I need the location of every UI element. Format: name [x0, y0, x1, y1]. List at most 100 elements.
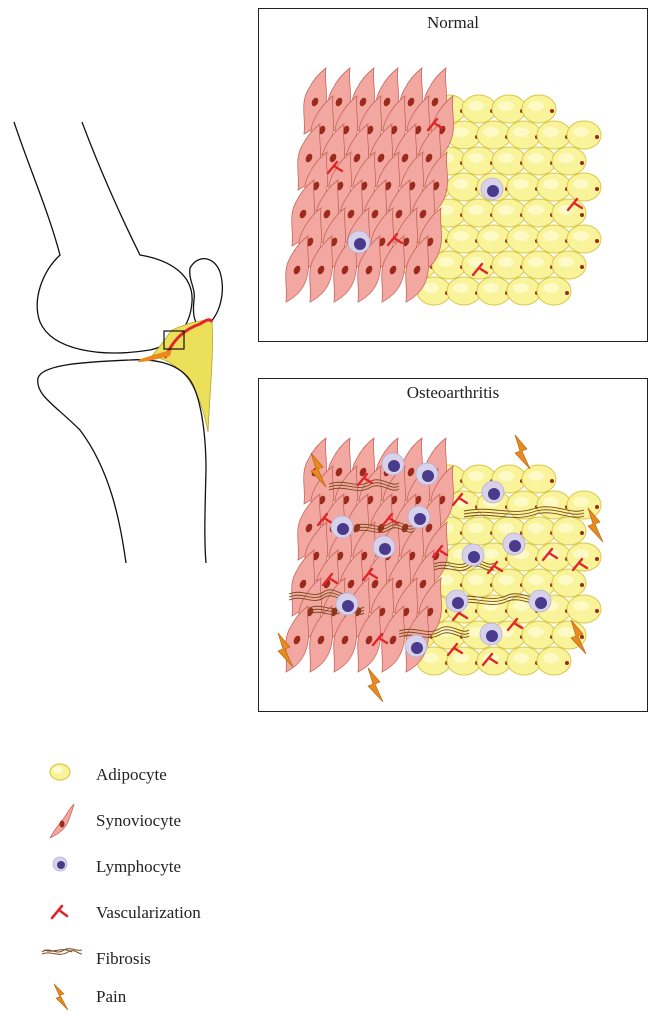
legend-item-synoviocyte: Synoviocyte: [42, 804, 342, 840]
adipocyte: [537, 121, 571, 149]
adipocyte-highlight: [453, 283, 469, 293]
pain-bolt: [515, 435, 530, 469]
legend-item-fibrosis: Fibrosis: [42, 942, 342, 978]
adipocyte-nucleus: [595, 187, 599, 191]
lymphocyte-nucleus: [342, 600, 354, 612]
adipocyte: [462, 569, 496, 597]
adipocyte-highlight: [513, 653, 529, 663]
adipocyte: [462, 147, 496, 175]
lymphocyte-nucleus: [422, 470, 434, 482]
adipocyte-highlight: [483, 283, 499, 293]
adipocyte-highlight: [528, 627, 544, 637]
adipocyte: [462, 199, 496, 227]
legend-label-pain: Pain: [96, 987, 126, 1007]
lymphocyte: [446, 590, 468, 612]
adipocyte-highlight: [453, 179, 469, 189]
adipocyte-highlight: [558, 523, 574, 533]
vascularization-icon: [42, 896, 82, 930]
adipocyte-highlight: [528, 575, 544, 585]
adipocyte-highlight: [423, 653, 439, 663]
lymphocyte: [348, 231, 370, 253]
adipocyte-highlight: [468, 153, 484, 163]
adipocyte-highlight: [573, 231, 589, 241]
adipocyte-nucleus: [595, 609, 599, 613]
adipocyte-highlight: [513, 497, 529, 507]
lymphocyte-nucleus: [509, 540, 521, 552]
lymphocyte: [480, 623, 502, 645]
adipocyte-highlight: [543, 127, 559, 137]
adipocyte: [447, 277, 481, 305]
adipocyte: [567, 595, 601, 623]
legend-label-synoviocyte: Synoviocyte: [96, 811, 181, 831]
legend-label-lymphocyte: Lymphocyte: [96, 857, 181, 877]
adipocyte-highlight: [468, 523, 484, 533]
lymphocyte: [331, 516, 353, 538]
adipocyte-highlight: [498, 523, 514, 533]
normal-panel: Normal: [258, 8, 648, 342]
lymphocyte-nucleus: [488, 488, 500, 500]
adipocyte-highlight: [528, 523, 544, 533]
adipocyte: [552, 569, 586, 597]
lymphocyte: [408, 506, 430, 528]
tibia-outline: [38, 360, 206, 563]
adipocyte-highlight: [513, 601, 529, 611]
adipocyte-highlight: [573, 497, 589, 507]
adipocyte: [522, 465, 556, 493]
adipocyte-nucleus: [580, 583, 584, 587]
adipocyte-highlight: [468, 471, 484, 481]
adipocyte: [522, 199, 556, 227]
lymphocyte-nucleus: [486, 630, 498, 642]
adipocyte: [537, 173, 571, 201]
adipocyte-highlight: [528, 153, 544, 163]
adipocyte-highlight: [498, 153, 514, 163]
adipocyte-nucleus: [595, 557, 599, 561]
adipocyte-highlight: [498, 101, 514, 111]
adipocyte: [507, 173, 541, 201]
lymphocyte-nucleus: [535, 597, 547, 609]
lymphocyte-nucleus: [487, 185, 499, 197]
adipocyte-icon: [42, 758, 82, 792]
adipocyte: [552, 147, 586, 175]
lymphocyte-nucleus: [354, 238, 366, 250]
adipocyte-highlight: [558, 627, 574, 637]
lymphocyte-nucleus: [388, 460, 400, 472]
adipocyte-highlight: [438, 257, 454, 267]
adipocyte-highlight: [573, 179, 589, 189]
lymphocyte: [462, 544, 484, 566]
normal-tissue-illustration: [259, 9, 649, 343]
lymphocyte-nucleus: [452, 597, 464, 609]
osteoarthritis-panel: Osteoarthritis: [258, 378, 648, 712]
legend-label-fibrosis: Fibrosis: [96, 949, 151, 969]
adipocyte-nucleus: [565, 661, 569, 665]
adipocyte-nucleus: [580, 161, 584, 165]
adipocyte-highlight: [468, 205, 484, 215]
adipocyte: [552, 251, 586, 279]
adipocyte-highlight: [528, 205, 544, 215]
adipocyte: [492, 95, 526, 123]
lymphocyte: [529, 590, 551, 612]
adipocyte-highlight: [528, 101, 544, 111]
adipocyte: [507, 225, 541, 253]
legend-item-pain: Pain: [42, 980, 342, 1016]
adipocyte-highlight: [468, 575, 484, 585]
adipocyte-highlight: [498, 257, 514, 267]
knee-joint-diagram: [0, 100, 240, 580]
adipocyte: [447, 173, 481, 201]
lymphocyte: [336, 593, 358, 615]
adipocyte-nucleus: [580, 531, 584, 535]
adipocyte: [537, 277, 571, 305]
legend-label-vascularization: Vascularization: [96, 903, 201, 923]
adipocyte-highlight: [513, 127, 529, 137]
infrapatellar-fat-pad: [150, 321, 213, 432]
adipocyte: [567, 491, 601, 519]
adipocyte-highlight: [498, 471, 514, 481]
lymphocyte-nucleus: [468, 551, 480, 563]
adipocyte-highlight: [498, 205, 514, 215]
adipocyte: [447, 225, 481, 253]
adipocyte: [537, 225, 571, 253]
lymphocyte: [405, 635, 427, 657]
adipocyte: [477, 121, 511, 149]
femur-outline: [14, 122, 192, 353]
adipocyte-highlight: [453, 231, 469, 241]
adipocyte-highlight: [423, 283, 439, 293]
